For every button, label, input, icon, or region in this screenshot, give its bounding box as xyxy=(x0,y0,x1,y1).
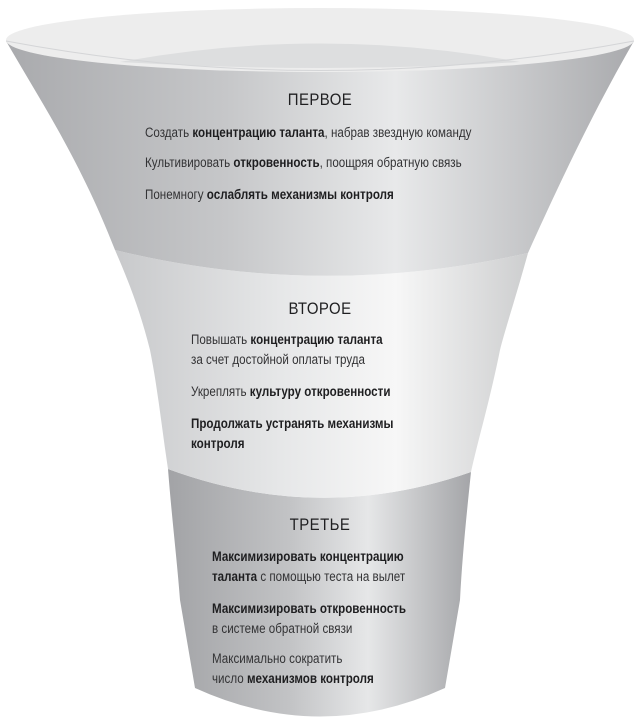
stage-title-third: ТРЕТЬЕ xyxy=(289,515,351,534)
stage-item: Культивировать откровенность, поощряя об… xyxy=(145,155,462,170)
stage-title-first: ПЕРВОЕ xyxy=(287,90,353,109)
stage-item: Максимально сократить xyxy=(212,651,343,666)
funnel-band-second xyxy=(115,250,528,498)
stage-item: Максимизировать откровенность xyxy=(212,601,406,616)
stage-item: Укреплять культуру откровенности xyxy=(191,384,391,399)
stage-item: Максимизировать концентрацию xyxy=(212,549,404,564)
stage-item: Повышать концентрацию таланта xyxy=(191,332,383,347)
funnel-band-third xyxy=(168,469,471,717)
stage-list-third: Максимизировать концентрацию таланта с п… xyxy=(212,547,406,689)
stage-item: таланта с помощью теста на вылет xyxy=(212,569,406,584)
stage-item: в системе обратной связи xyxy=(212,621,353,636)
stage-item: контроля xyxy=(191,436,245,451)
stage-item: Продолжать устранять механизмы xyxy=(191,416,394,431)
stage-list-first: Создать концентрацию таланта, набрав зве… xyxy=(145,123,471,205)
funnel-band-first xyxy=(6,41,634,276)
stage-item: число механизмов контроля xyxy=(212,671,374,686)
stage-item: за счет достойной оплаты труда xyxy=(191,352,366,367)
stage-list-second: Повышать концентрацию таланта за счет до… xyxy=(191,330,393,454)
stage-item: Понемногу ослаблять механизмы контроля xyxy=(145,187,394,202)
funnel-rim-inner xyxy=(120,43,520,68)
stage-item: Создать концентрацию таланта, набрав зве… xyxy=(145,125,472,140)
stage-title-second: ВТОРОЕ xyxy=(288,299,352,318)
funnel-rim-front-edge xyxy=(5,40,635,71)
